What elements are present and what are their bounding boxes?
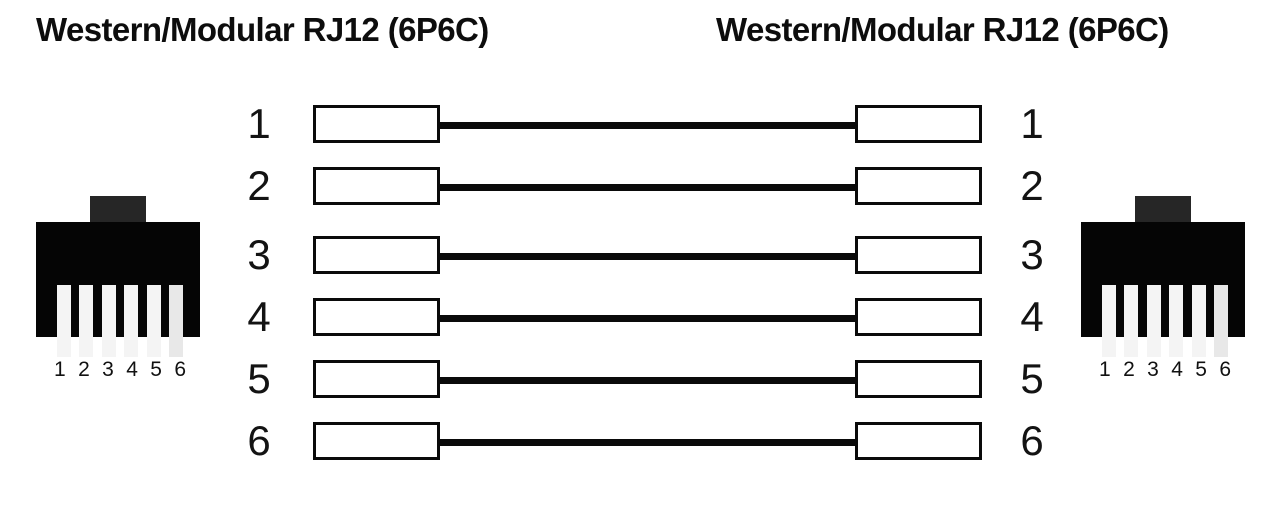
row-wire — [440, 377, 857, 384]
row-left-pin-number: 4 — [247, 293, 271, 340]
connector-pin-5 — [1191, 285, 1206, 357]
connector-pin-1 — [57, 285, 71, 357]
row-wire — [440, 315, 857, 322]
pin-number-4: 4 — [126, 358, 138, 381]
row-left-pin-number: 5 — [247, 355, 271, 402]
pin-number-2: 2 — [78, 358, 90, 381]
row-left-pin-number: 2 — [247, 162, 271, 209]
connector-pin-contacts — [1102, 285, 1228, 357]
row-left-pin-box — [313, 167, 440, 205]
row-right-pin-box — [855, 360, 982, 398]
pin-number-1: 1 — [54, 358, 66, 381]
connector-pin-2 — [1124, 285, 1139, 357]
right-connector-title: Western/Modular RJ12 (6P6C) — [716, 11, 1169, 48]
connector-body — [1081, 222, 1245, 357]
right-connector-pin-numbers: 1 2 3 4 5 6 — [1099, 359, 1231, 380]
row-wire — [440, 184, 857, 191]
pinout-row: 4 4 — [0, 293, 1280, 360]
pinout-row: 2 2 — [0, 162, 1280, 229]
connector-pin-2 — [79, 285, 94, 357]
pin-number-6: 6 — [174, 358, 186, 381]
connector-pin-1 — [1102, 285, 1116, 357]
pin-number-1: 1 — [1099, 358, 1111, 381]
row-right-pin-box — [855, 298, 982, 336]
pin-number-5: 5 — [150, 358, 162, 381]
connector-pin-4 — [1169, 285, 1184, 357]
pinout-row: 6 6 — [0, 417, 1280, 484]
row-right-pin-number: 1 — [1020, 100, 1044, 147]
row-right-pin-number: 2 — [1020, 162, 1044, 209]
connector-pin-4 — [124, 285, 139, 357]
row-left-pin-number: 3 — [247, 231, 271, 278]
row-right-pin-number: 5 — [1020, 355, 1044, 402]
row-left-pin-box — [313, 298, 440, 336]
pin-number-6: 6 — [1219, 358, 1231, 381]
pinout-row: 1 1 — [0, 100, 1280, 167]
pin-number-2: 2 — [1123, 358, 1135, 381]
connector-pin-3 — [101, 285, 116, 357]
row-right-pin-number: 6 — [1020, 417, 1044, 464]
row-right-pin-box — [855, 167, 982, 205]
connector-latch-tab-icon — [90, 196, 146, 224]
row-left-pin-number: 6 — [247, 417, 271, 464]
row-right-pin-box — [855, 105, 982, 143]
pin-number-5: 5 — [1195, 358, 1207, 381]
pin-number-4: 4 — [1171, 358, 1183, 381]
row-left-pin-number: 1 — [247, 100, 271, 147]
right-rj12-connector-icon: 1 2 3 4 5 6 — [1081, 196, 1245, 380]
row-left-pin-box — [313, 422, 440, 460]
left-connector-pin-numbers: 1 2 3 4 5 6 — [54, 359, 186, 380]
pin-number-3: 3 — [102, 358, 114, 381]
row-left-pin-box — [313, 236, 440, 274]
connector-pin-6 — [1213, 285, 1228, 357]
row-right-pin-number: 3 — [1020, 231, 1044, 278]
row-left-pin-box — [313, 105, 440, 143]
connector-pin-3 — [1146, 285, 1161, 357]
connector-latch-tab-icon — [1135, 196, 1191, 224]
pinout-row: 3 3 — [0, 231, 1280, 298]
row-wire — [440, 253, 857, 260]
connector-body — [36, 222, 200, 357]
connector-pin-6 — [168, 285, 183, 357]
row-right-pin-box — [855, 236, 982, 274]
left-rj12-connector-icon: 1 2 3 4 5 6 — [36, 196, 200, 380]
pin-number-3: 3 — [1147, 358, 1159, 381]
row-right-pin-number: 4 — [1020, 293, 1044, 340]
pinout-row: 5 5 — [0, 355, 1280, 422]
connector-pin-contacts — [57, 285, 183, 357]
row-left-pin-box — [313, 360, 440, 398]
row-wire — [440, 439, 857, 446]
connector-pin-5 — [146, 285, 161, 357]
left-connector-title: Western/Modular RJ12 (6P6C) — [36, 11, 489, 48]
row-wire — [440, 122, 857, 129]
row-right-pin-box — [855, 422, 982, 460]
